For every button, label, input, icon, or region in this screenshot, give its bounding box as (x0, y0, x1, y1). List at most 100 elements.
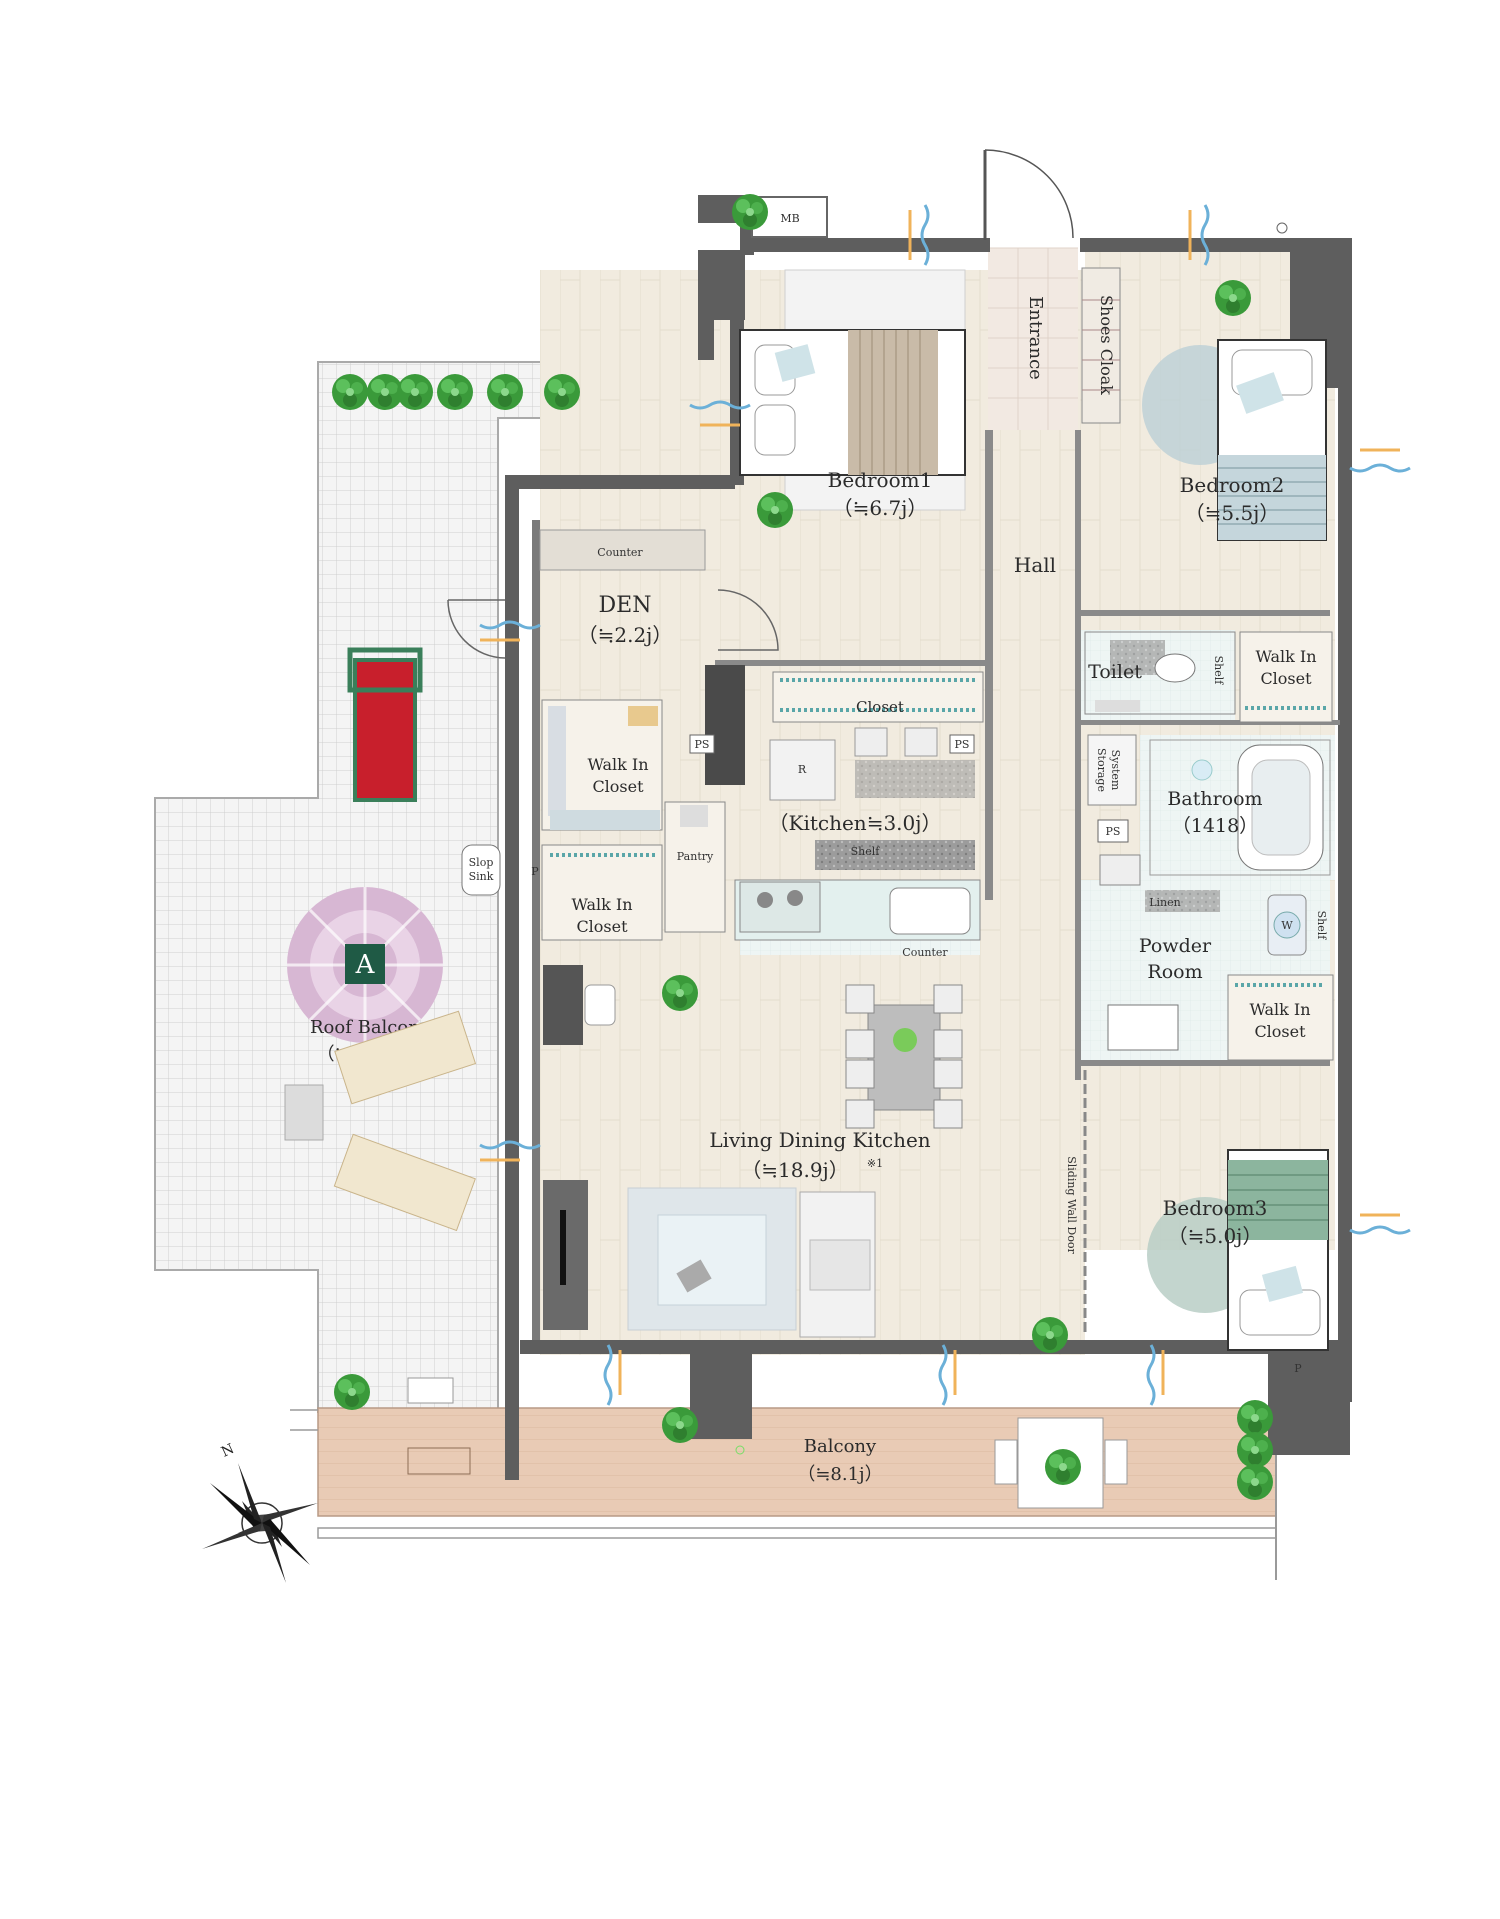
walk-in-closet-lower[interactable]: Walk In Closet P (531, 844, 663, 941)
plant-icon (662, 1407, 698, 1443)
lounge-chair-icon (334, 1010, 477, 1105)
plant-icon (544, 374, 580, 410)
roof-balcony-furniture: A Roof Balcony （≒20.8j） (284, 647, 477, 1404)
ventilation-indicators (479, 204, 1411, 1406)
plant-icon (437, 374, 473, 410)
ldk-area: （≒18.9j） (741, 1158, 849, 1182)
plant-icon (1237, 1400, 1273, 1436)
toilet-icon (1154, 653, 1196, 683)
bathroom-name: Bathroom (1167, 788, 1262, 810)
bedroom2-name: Bedroom2 (1180, 473, 1285, 497)
vent-icon (1276, 222, 1288, 234)
bedroom1-area: （≒6.7j） (833, 496, 928, 520)
ldk-note: ※1 (867, 1157, 883, 1170)
plant-icon (397, 374, 433, 410)
p-label-1: P (531, 865, 539, 878)
system-storage-line1: System (1109, 750, 1122, 791)
room-bedroom3[interactable]: Bedroom3 （≒5.0j） P (1147, 1149, 1329, 1375)
plant-icon (1215, 280, 1251, 316)
room-den[interactable]: Counter DEN （≒2.2j） (539, 529, 779, 651)
sliding-wall-door-label: Sliding Wall Door (1065, 1156, 1078, 1254)
wic-den-line1: Walk In (587, 755, 648, 774)
balcony-area: （≒8.1j） (797, 1464, 882, 1485)
washer-label: W (1281, 919, 1293, 932)
toilet-shelf-label: Shelf (1212, 656, 1225, 686)
sliding-wall-door[interactable]: Sliding Wall Door (1065, 1070, 1087, 1335)
walk-in-closet-den[interactable]: Walk In Closet PS (541, 699, 715, 831)
wic-lower-line1: Walk In (571, 895, 632, 914)
bedroom3-area: （≒5.0j） (1168, 1224, 1263, 1248)
wic-powder-line2: Closet (1254, 1022, 1306, 1041)
linen-label: Linen (1149, 896, 1181, 909)
ps-label-1: PS (695, 738, 710, 751)
den-name: DEN (599, 593, 652, 618)
plant-icon (1032, 1317, 1068, 1353)
compass-rose: N (202, 1441, 318, 1583)
entrance-door[interactable] (983, 149, 1074, 240)
plant-icon (334, 1374, 370, 1410)
bedroom1-name: Bedroom1 (828, 468, 933, 492)
shoes-cloak-label: Shoes Cloak (1097, 295, 1116, 395)
room-bedroom1[interactable]: Bedroom1 （≒6.7j） (739, 265, 970, 520)
balcony-name: Balcony (804, 1436, 877, 1457)
lounge-chair-icon (333, 1133, 476, 1232)
ps-label-2: PS (955, 738, 970, 751)
closet-label: Closet (856, 698, 904, 716)
plant-icon (1237, 1432, 1273, 1468)
plant-icon (732, 194, 768, 230)
room-entrance[interactable]: Entrance (1025, 296, 1046, 380)
closet-kitchen[interactable]: Closet PS (772, 671, 984, 757)
plant-icon (1237, 1464, 1273, 1500)
pantry-label: Pantry (677, 850, 714, 863)
den-counter-label: Counter (597, 546, 643, 559)
bathroom-area: （1418） (1172, 815, 1258, 837)
hall-label: Hall (1014, 553, 1056, 577)
kitchen-name: （Kitchen≒3.0j） (769, 811, 942, 835)
bedroom3-name: Bedroom3 (1163, 1196, 1268, 1220)
wic-bed2-line2: Closet (1260, 669, 1312, 688)
entrance-label: Entrance (1025, 296, 1046, 380)
refrigerator-label: R (798, 763, 807, 776)
balcony-area (290, 1407, 1277, 1580)
room-bathroom[interactable]: Bathroom （1418） (1149, 739, 1331, 876)
desk-icon (543, 965, 583, 1045)
vanity-icon (1107, 1004, 1179, 1051)
den-area: （≒2.2j） (578, 623, 673, 647)
plant-icon (332, 374, 368, 410)
plant-icon (487, 374, 523, 410)
system-storage: System Storage (1087, 734, 1137, 806)
marker-label: A (355, 950, 376, 980)
kitchen-shelf-label: Shelf (851, 845, 881, 858)
walk-in-closet-bedroom2[interactable]: Walk In Closet (1239, 631, 1333, 723)
room-toilet[interactable]: Toilet Shelf (1084, 631, 1236, 715)
slide-icon (353, 658, 417, 802)
toilet-label: Toilet (1088, 661, 1142, 683)
shoes-cloak[interactable]: Shoes Cloak (1081, 267, 1121, 424)
p-label-2: P (1294, 1362, 1302, 1375)
compass-north-label: N (219, 1441, 237, 1461)
marker-a (345, 944, 385, 984)
bedroom2-area: （≒5.5j） (1185, 501, 1280, 525)
walk-in-closet-powder[interactable]: Walk In Closet (1227, 974, 1334, 1061)
ps-3: PS (1097, 819, 1129, 843)
ps-label-3: PS (1106, 825, 1121, 838)
plant-icon (1045, 1449, 1081, 1485)
column (705, 665, 745, 785)
system-storage-line2: Storage (1095, 748, 1108, 792)
room-bedroom2[interactable]: Bedroom2 （≒5.5j） (1142, 339, 1327, 541)
den-door[interactable] (447, 599, 506, 659)
wic-powder-line1: Walk In (1249, 1000, 1310, 1019)
powder-shelf-label: Shelf (1315, 911, 1328, 941)
room-powder[interactable]: Linen W Shelf Powder Room (1099, 854, 1328, 1051)
room-ldk[interactable]: Living Dining Kitchen （≒18.9j） ※1 (543, 965, 963, 1338)
slop-sink: Slop Sink (461, 844, 501, 896)
room-kitchen[interactable]: R Pantry （Kitchen≒3.0j） Shelf Counter (664, 739, 981, 959)
room-hall[interactable]: Hall (1014, 553, 1056, 577)
dining-table-icon (867, 1004, 941, 1111)
plant-icon (757, 492, 793, 528)
plant-icon (662, 975, 698, 1011)
powder-line1: Powder (1139, 935, 1212, 957)
kitchen-counter-label: Counter (902, 946, 948, 959)
wic-lower-line2: Closet (576, 917, 628, 936)
